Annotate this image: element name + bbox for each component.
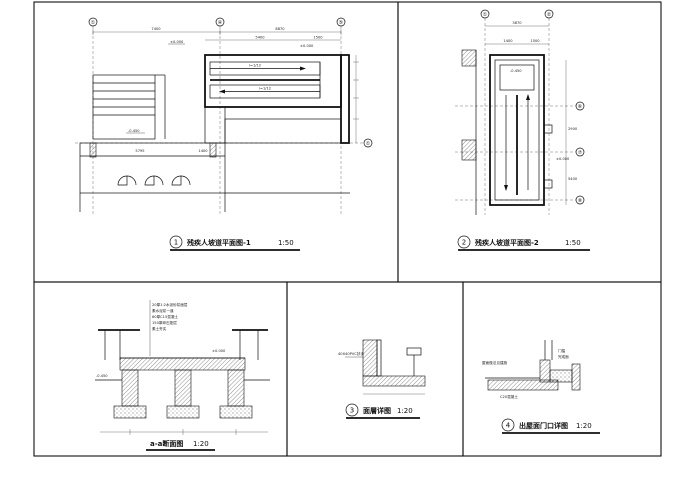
layer-note: 素水泥浆一道 bbox=[152, 308, 174, 313]
layer-note: 20厚1:2水泥砂浆面层 bbox=[152, 302, 188, 307]
axis-label: ⑧ bbox=[578, 198, 583, 204]
axis-label: ① bbox=[366, 141, 371, 147]
dimension-text: 8870 bbox=[275, 27, 285, 31]
caption-number: 3 bbox=[350, 407, 354, 415]
panel-5-caption: 出屋面门口详图 bbox=[519, 421, 568, 430]
dimension-text: 3870 bbox=[512, 21, 522, 25]
panel-3-caption: a-a断面图 bbox=[150, 439, 183, 448]
layer-note: 素土夯实 bbox=[152, 326, 167, 331]
layer-note: 150厚碎石垫层 bbox=[152, 320, 177, 325]
axis-label: ⑤ bbox=[339, 20, 343, 26]
level-mark: ±0.000 bbox=[170, 40, 184, 44]
level-mark: ±0.000 bbox=[212, 349, 226, 353]
panel-1-caption: 残疾人坡道平面图-1 bbox=[187, 238, 251, 247]
panel-4-scale: 1:20 bbox=[397, 407, 413, 415]
panel-1-scale: 1:50 bbox=[278, 239, 294, 247]
detail-3-drawing: 40X40PVC扶手 3 面層详图 1:20 bbox=[338, 339, 426, 419]
dimension-text: 1400 bbox=[198, 149, 208, 153]
panel-3-scale: 1:20 bbox=[193, 440, 209, 448]
axis-label: ⑥ bbox=[578, 104, 583, 110]
level-mark: -0.450 bbox=[128, 129, 140, 133]
dimension-text: 1500 bbox=[313, 36, 323, 40]
dimension-text: 7400 bbox=[151, 27, 161, 31]
level-mark: ±0.000 bbox=[556, 157, 570, 161]
axis-label: ⑦ bbox=[578, 150, 583, 156]
detail-3-label: 40X40PVC扶手 bbox=[338, 351, 364, 356]
dimension-text: 5795 bbox=[135, 149, 144, 153]
panel-detail-4-frame bbox=[462, 281, 662, 457]
dimension-text: 1500 bbox=[530, 39, 540, 43]
detail-note: 完成面 bbox=[558, 354, 569, 359]
caption-number: 2 bbox=[462, 239, 466, 247]
caption-number: 4 bbox=[506, 422, 511, 430]
slope-label: i=1/12 bbox=[259, 87, 271, 91]
caption-number: 1 bbox=[174, 239, 178, 247]
dimension-text: 5400 bbox=[255, 36, 265, 40]
detail-note: 屋面做法见建施 bbox=[482, 360, 508, 365]
detail-note: C20混凝土 bbox=[500, 394, 518, 399]
dimension-text: 5400 bbox=[568, 177, 578, 181]
axis-label: ① bbox=[483, 12, 488, 18]
level-mark: -0.450 bbox=[96, 374, 108, 378]
layer-note: 60厚C15混凝土 bbox=[152, 314, 178, 319]
panel-2-caption: 残疾人坡道平面图-2 bbox=[475, 238, 539, 247]
section-aa-drawing: 20厚1:2水泥砂浆面层 素水泥浆一道 60厚C15混凝土 150厚碎石垫层 素… bbox=[95, 300, 270, 451]
panel-2-scale: 1:50 bbox=[565, 239, 581, 247]
panel-5-scale: 1:20 bbox=[576, 422, 592, 430]
level-mark: ±0.000 bbox=[300, 44, 314, 48]
slope-label: i=1/12 bbox=[249, 64, 261, 68]
dimension-text: 1400 bbox=[503, 39, 513, 43]
dimension-text: 2900 bbox=[568, 127, 578, 131]
axis-label: ① bbox=[91, 20, 96, 26]
detail-note: 门槛 bbox=[558, 348, 566, 353]
ramp-plan-2-drawing: ① ② ⑥ ⑦ ⑧ 3870 1400 1500 -0.450 bbox=[455, 9, 590, 251]
axis-label: ② bbox=[547, 12, 552, 18]
ramp-plan-1-drawing: ① ④ ⑤ ① 7400 8870 5400 1500 bbox=[75, 17, 373, 251]
panel-4-caption: 面層详图 bbox=[363, 406, 391, 415]
axis-label: ④ bbox=[218, 20, 223, 26]
level-mark: -0.450 bbox=[510, 69, 522, 73]
detail-4-drawing: 屋面做法见建施 门槛 完成面 C20混凝土 4 出屋面门口详图 1:20 bbox=[482, 340, 600, 434]
